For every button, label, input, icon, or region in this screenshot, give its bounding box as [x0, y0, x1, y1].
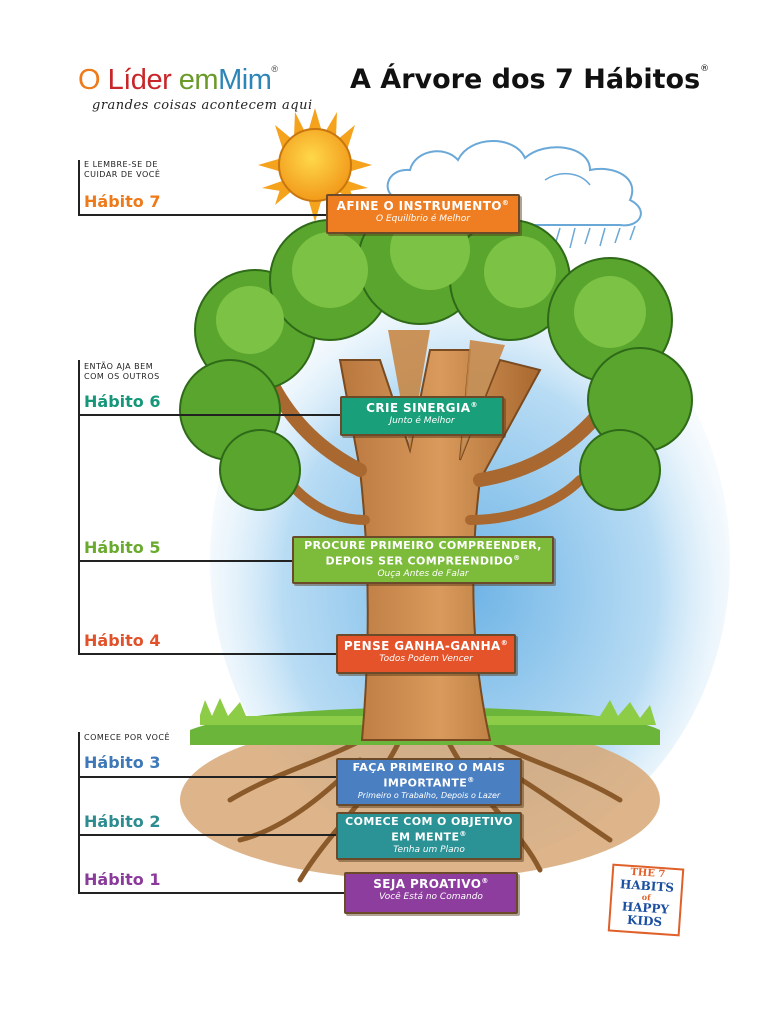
bracket-line-middle [78, 360, 80, 655]
habit-4-mark: ® [500, 639, 509, 647]
habit-5-label: Hábito 5 [84, 538, 161, 557]
habit-6-mark: ® [470, 401, 478, 409]
habit-7-sign-subtitle: O Equilíbrio é Melhor [376, 214, 470, 224]
bracket-habit-7-line [78, 214, 328, 216]
logo: O Líder emMim® [78, 64, 278, 97]
habit-7-sign-title: AFINE O INSTRUMENTO [336, 199, 502, 213]
habit-1-sign-title: SEJA PROATIVO [373, 877, 482, 891]
sun-icon [258, 108, 372, 222]
habit-3-sign-subtitle: Primeiro o Trabalho, Depois o Lazer [357, 790, 501, 800]
bracket-habit-2-line [78, 834, 336, 836]
habit-2-sign-title: COMECE COM O OBJETIVO EM MENTE [345, 815, 513, 844]
bracket-habit-1-line [78, 892, 344, 894]
habit-6-label: Hábito 6 [84, 392, 161, 411]
logo-mim: Mim [218, 64, 272, 96]
habit-4-label: Hábito 4 [84, 631, 161, 650]
bracket-habit-6-line [78, 414, 340, 416]
habit-6-sign: CRIE SINERGIA® Junto é Melhor [340, 396, 504, 436]
tagline: grandes coisas acontecem aqui [92, 98, 313, 113]
habit-2-mark: ® [459, 830, 467, 838]
habit-6-sign-subtitle: Junto é Melhor [389, 416, 455, 426]
habit-4-sign-subtitle: Todos Podem Vencer [379, 654, 473, 664]
book-cover-icon: THE 7 HABITS of HAPPY KIDS [607, 863, 685, 937]
bracket-habit-3-line [78, 776, 336, 778]
habit-3-sign-title: FAÇA PRIMEIRO O MAIS IMPORTANTE [352, 761, 506, 790]
page-title: A Árvore dos 7 Hábitos® [350, 64, 709, 95]
bracket-line-top [78, 160, 80, 216]
habit-1-label: Hábito 1 [84, 870, 161, 889]
habit-7-mark: ® [501, 199, 510, 207]
habit-5-mark: ® [513, 554, 521, 562]
habit-7-sign: AFINE O INSTRUMENTO® O Equilíbrio é Melh… [326, 194, 520, 234]
habit-3-mark: ® [467, 776, 475, 784]
section-caption-self: COMECE POR VOCÊ [84, 733, 171, 742]
logo-em: em [178, 64, 219, 96]
habit-3-label: Hábito 3 [84, 753, 161, 772]
section-caption-others: ENTÃO AJA BEM COM OS OUTROS [84, 362, 160, 381]
habit-3-sign: FAÇA PRIMEIRO O MAIS IMPORTANTE® Primeir… [336, 758, 522, 806]
habit-2-sign-subtitle: Tenha um Plano [393, 844, 465, 855]
habit-7-label: Hábito 7 [84, 192, 161, 211]
habit-5-sign-subtitle: Ouça Antes de Falar [377, 568, 469, 579]
title-registered-mark: ® [700, 64, 710, 74]
habit-1-mark: ® [481, 877, 489, 885]
section-caption-care: E LEMBRE-SE DE CUIDAR DE VOCÊ [84, 160, 161, 179]
bracket-habit-5-line [78, 560, 292, 562]
habit-2-label: Hábito 2 [84, 812, 161, 831]
bracket-habit-4-line [78, 653, 336, 655]
habit-4-sign-title: PENSE GANHA-GANHA [343, 639, 501, 653]
habit-5-sign: PROCURE PRIMEIRO COMPREENDER, DEPOIS SER… [292, 536, 554, 584]
logo-o: O [78, 64, 101, 96]
logo-registered-mark: ® [271, 64, 278, 74]
habit-1-sign-subtitle: Você Está no Comando [379, 892, 483, 902]
habit-5-sign-title: PROCURE PRIMEIRO COMPREENDER, DEPOIS SER… [304, 539, 542, 568]
page-title-text: A Árvore dos 7 Hábitos [350, 64, 701, 95]
habit-1-sign: SEJA PROATIVO® Você Está no Comando [344, 872, 518, 914]
logo-lider: Líder [107, 64, 172, 96]
habit-2-sign: COMECE COM O OBJETIVO EM MENTE® Tenha um… [336, 812, 522, 860]
bracket-line-bottom [78, 732, 80, 894]
habit-6-sign-title: CRIE SINERGIA [366, 401, 471, 415]
habit-4-sign: PENSE GANHA-GANHA® Todos Podem Vencer [336, 634, 516, 674]
